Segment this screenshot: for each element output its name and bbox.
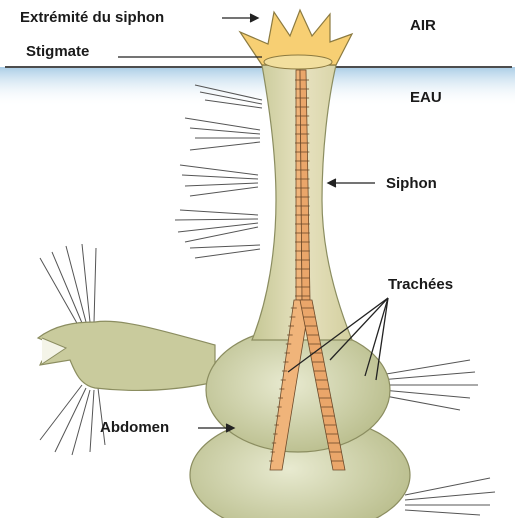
pointer-extremite-head <box>250 14 258 22</box>
label-air: AIR <box>410 18 436 33</box>
siphon-setae-left <box>175 85 262 258</box>
label-eau: EAU <box>410 90 442 105</box>
tail-appendage <box>38 321 215 390</box>
label-siphon: Siphon <box>386 176 437 191</box>
label-abdomen: Abdomen <box>100 420 169 435</box>
label-extremite-siphon: Extrémité du siphon <box>20 10 164 25</box>
stigma-opening <box>264 55 332 69</box>
label-trachees: Trachées <box>388 277 453 292</box>
label-stigmate: Stigmate <box>26 44 89 59</box>
pointer-siphon-head <box>328 179 336 187</box>
